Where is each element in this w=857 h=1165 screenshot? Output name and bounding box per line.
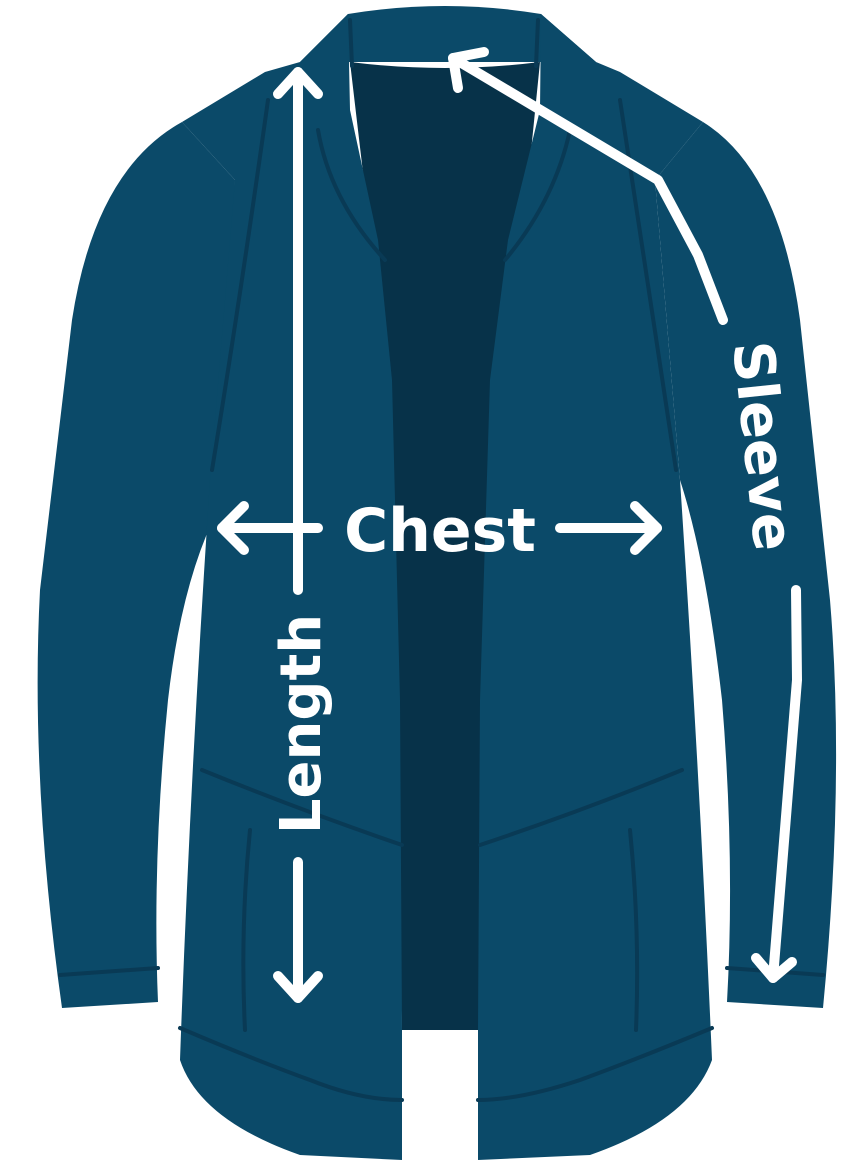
cardigan-illustration bbox=[38, 6, 836, 1160]
length-label: Length bbox=[269, 614, 334, 834]
chest-label: Chest bbox=[344, 496, 536, 566]
